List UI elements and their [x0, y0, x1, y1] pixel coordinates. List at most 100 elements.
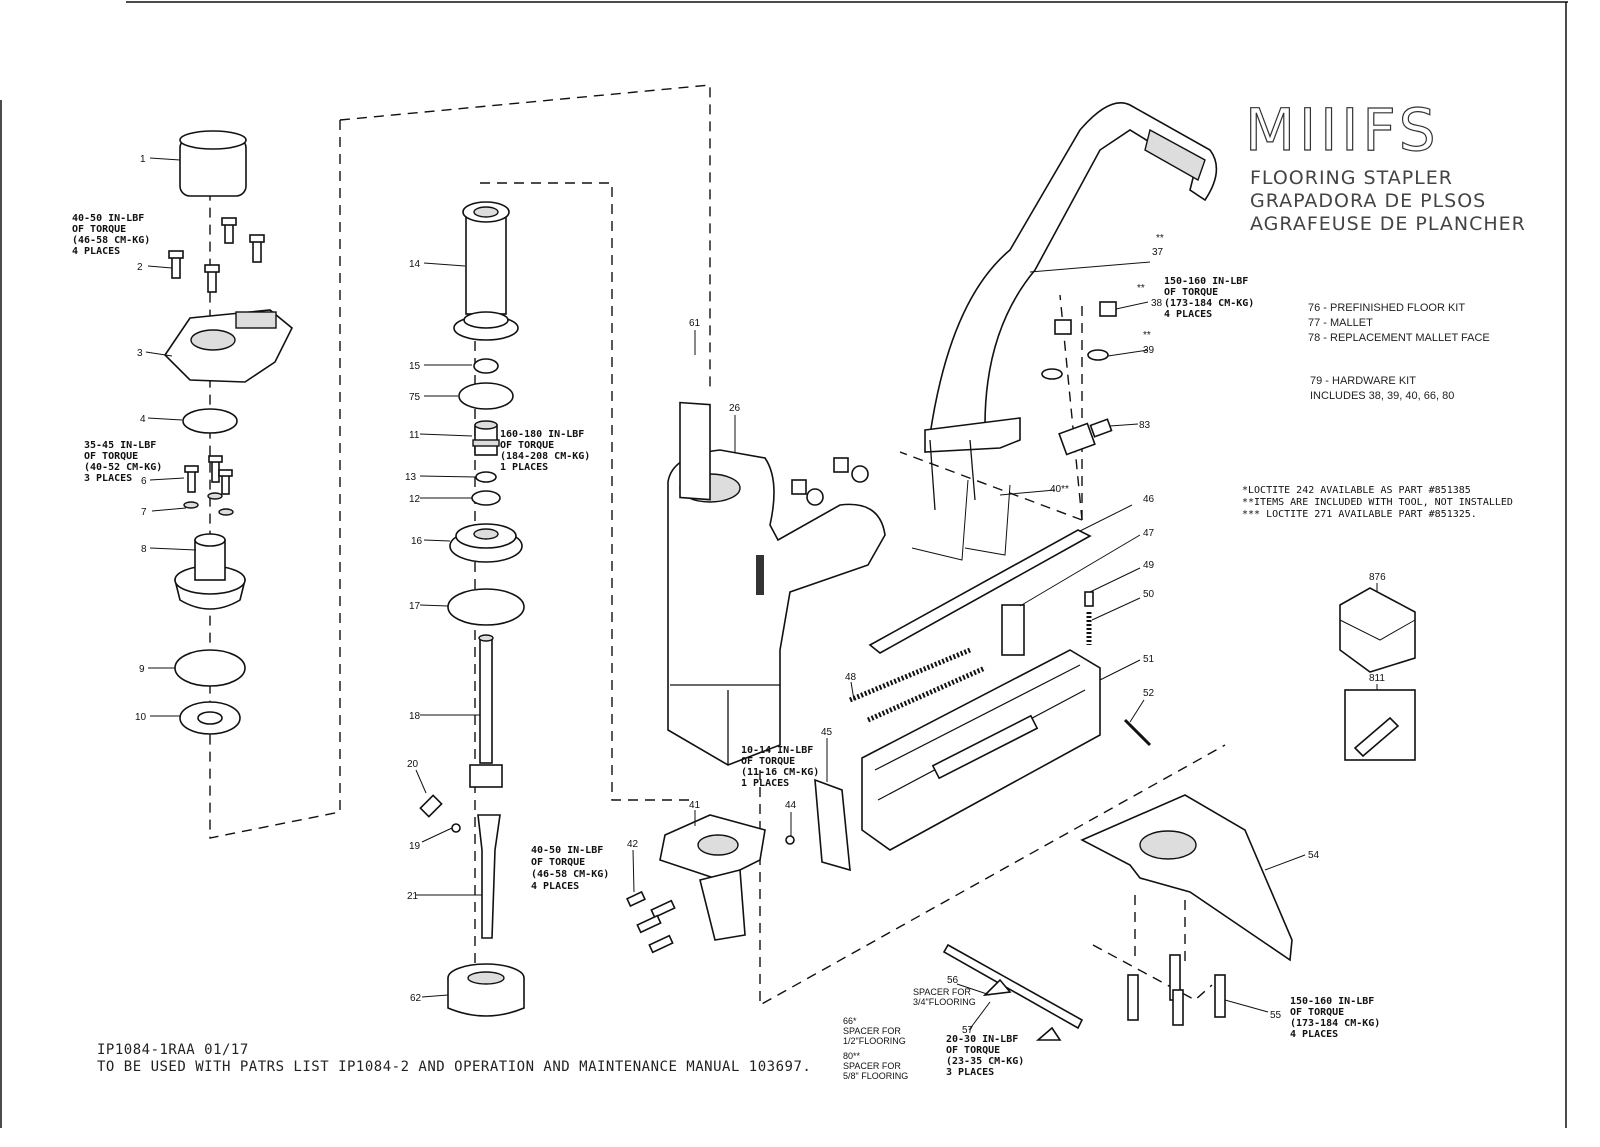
part-61-label: [679, 401, 711, 501]
footer-doc-number: IP1084-1RAA 01/17: [97, 1042, 249, 1058]
part-17-oring: [447, 588, 525, 626]
torque-44-line4: 1 PLACES: [741, 778, 789, 789]
label-39: 39: [1143, 345, 1155, 356]
part-7-washers: [183, 492, 234, 516]
part-57-screws: [982, 978, 1062, 1041]
label-26: 26: [729, 403, 741, 414]
part-811-loctite: [1344, 689, 1416, 761]
footnote-2: **ITEMS ARE INCLUDED WITH TOOL, NOT INST…: [1242, 497, 1513, 508]
label-7: 7: [141, 507, 147, 518]
label-14: 14: [409, 259, 421, 270]
spacer-66-line1: SPACER FOR: [843, 1026, 901, 1036]
part-6-screws: [184, 455, 233, 495]
footer: IP1084-1RAA 01/17 TO BE USED WITH PATRS …: [97, 1042, 811, 1075]
part-45-plate: [814, 778, 851, 872]
part-876-kit-box: [1339, 587, 1416, 673]
part-2-screws: [168, 217, 265, 293]
spacer-66-num: 66*: [843, 1016, 857, 1026]
torque-44-line1: 10-14 IN-LBF: [741, 745, 813, 756]
part-4-oring: [182, 408, 238, 434]
label-3: 3: [137, 348, 143, 359]
torque-55-line3: (173-184 CM-KG): [1290, 1018, 1380, 1029]
label-18: 18: [409, 711, 421, 722]
label-876: 876: [1369, 572, 1386, 583]
torque-42-line1: 40-50 IN-LBF: [531, 845, 603, 856]
label-39-star: **: [1143, 330, 1151, 341]
label-56: 56: [947, 975, 959, 986]
label-37-star: **: [1156, 233, 1164, 244]
kit-79-includes: INCLUDES 38, 39, 40, 66, 80: [1310, 390, 1454, 402]
spacer-66-line2: 1/2"FLOORING: [843, 1036, 906, 1046]
torque-57-line4: 3 PLACES: [946, 1067, 994, 1078]
part-52-pin: [1123, 718, 1152, 747]
label-44: 44: [785, 800, 797, 811]
label-49: 49: [1143, 560, 1155, 571]
torque-11-line2: OF TORQUE: [500, 440, 554, 451]
part-75-oring: [458, 382, 514, 410]
part-40-allen-key: [911, 479, 1011, 561]
label-38-star: **: [1137, 283, 1145, 294]
label-62: 62: [410, 993, 422, 1004]
torque-6-line3: (40-52 CM-KG): [84, 462, 162, 473]
torque-44-line2: OF TORQUE: [741, 756, 795, 767]
footer-usage-note: TO BE USED WITH PATRS LIST IP1084-2 AND …: [97, 1059, 811, 1075]
label-17: 17: [409, 601, 421, 612]
footnotes: *LOCTITE 242 AVAILABLE AS PART #851385 *…: [1242, 485, 1513, 520]
spacer-80-num: 80**: [843, 1051, 861, 1061]
label-4: 4: [140, 414, 146, 425]
torque-38-line3: (173-184 CM-KG): [1164, 298, 1254, 309]
part-21-driver-blade: [477, 814, 501, 939]
part-54-base: [1080, 794, 1293, 962]
torque-44-line3: (11-16 CM-KG): [741, 767, 819, 778]
torque-57-line3: (23-35 CM-KG): [946, 1056, 1024, 1067]
part-41-nose-block: [659, 814, 766, 941]
part-56-spacer: [942, 943, 1084, 1030]
label-21: 21: [407, 891, 419, 902]
torque-42-line2: OF TORQUE: [531, 857, 585, 868]
part-10-gasket: [179, 701, 241, 735]
part-19-ring: [451, 823, 461, 833]
torque-2-line3: (46-58 CM-KG): [72, 235, 150, 246]
title-french: AGRAFEUSE DE PLANCHER: [1250, 213, 1526, 235]
label-51: 51: [1143, 654, 1155, 665]
label-811: 811: [1369, 673, 1385, 684]
label-13: 13: [405, 472, 417, 483]
spacer-80-line1: SPACER FOR: [843, 1061, 901, 1071]
label-37: 37: [1152, 247, 1164, 258]
torque-2-line4: 4 PLACES: [72, 246, 120, 257]
part-49-pin: [1084, 591, 1094, 607]
part-42-screws: [625, 890, 676, 954]
label-19: 19: [409, 841, 421, 852]
part-83-fitting: [1058, 418, 1113, 456]
part-38-nuts: [791, 301, 1117, 495]
title-block: MIIIFS FLOORING STAPLER GRAPADORA DE PLS…: [1244, 95, 1526, 235]
label-16: 16: [411, 536, 423, 547]
torque-57-line1: 20-30 IN-LBF: [946, 1034, 1018, 1045]
part-number-labels: 1 2 3 4 6 7 8 9 10 14 15 75 11 13 12 16 …: [135, 154, 1386, 1036]
label-50: 50: [1143, 589, 1155, 600]
kit-79: 79 - HARDWARE KIT: [1310, 375, 1416, 387]
spacer-56-line2: 3/4"FLOORING: [913, 997, 976, 1007]
label-45: 45: [821, 727, 833, 738]
title-spanish: GRAPADORA DE PLSOS: [1250, 190, 1486, 212]
kit-76: 76 - PREFINISHED FLOOR KIT: [1308, 302, 1465, 314]
footnote-1: *LOCTITE 242 AVAILABLE AS PART #851385: [1242, 485, 1471, 496]
part-62-bumper: [447, 963, 525, 1017]
spacer-notes: SPACER FOR 3/4"FLOORING 66* SPACER FOR 1…: [843, 987, 976, 1081]
label-41: 41: [689, 800, 701, 811]
part-51-magazine: [861, 649, 1101, 851]
torque-55-line1: 150-160 IN-LBF: [1290, 996, 1374, 1007]
part-37-handle: [924, 101, 1218, 511]
label-83: 83: [1139, 420, 1151, 431]
label-75: 75: [409, 392, 421, 403]
label-15: 15: [409, 361, 421, 372]
part-15-oring: [473, 358, 499, 374]
torque-11-line1: 160-180 IN-LBF: [500, 429, 584, 440]
label-47: 47: [1143, 528, 1155, 539]
part-1-cap: [179, 130, 247, 197]
label-38: 38: [1151, 298, 1163, 309]
part-13-oring: [475, 471, 497, 483]
spacer-56-line1: SPACER FOR: [913, 987, 971, 997]
label-52: 52: [1143, 688, 1155, 699]
label-55: 55: [1270, 1010, 1282, 1021]
